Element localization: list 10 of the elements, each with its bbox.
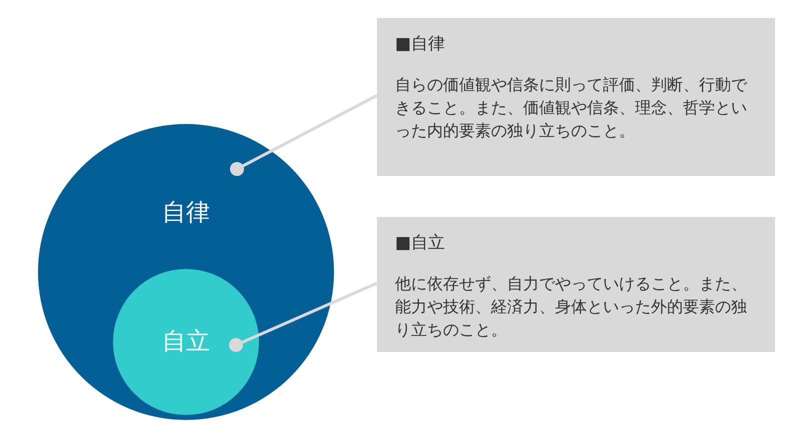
callout-heading: ■自立 [395,232,446,254]
circle-label: 自律 [162,197,210,228]
callout-text: 他に依存せず、自力でやっていけること。また、能力や技術、経済力、身体といった外的要素の独り立ちのこと。 [395,273,748,341]
callout-text: 自らの価値観や信条に則って評価、判断、行動できること。また、価値観や信条、理念、哲学といった内的要素の独り立ちのこと。 [395,74,748,142]
callout-box [377,18,775,176]
callout-heading: ■自律 [395,33,446,55]
leader-line [229,282,378,352]
callout-box [377,217,775,352]
circle-label: 自立 [162,326,210,357]
leader-line [230,94,378,176]
